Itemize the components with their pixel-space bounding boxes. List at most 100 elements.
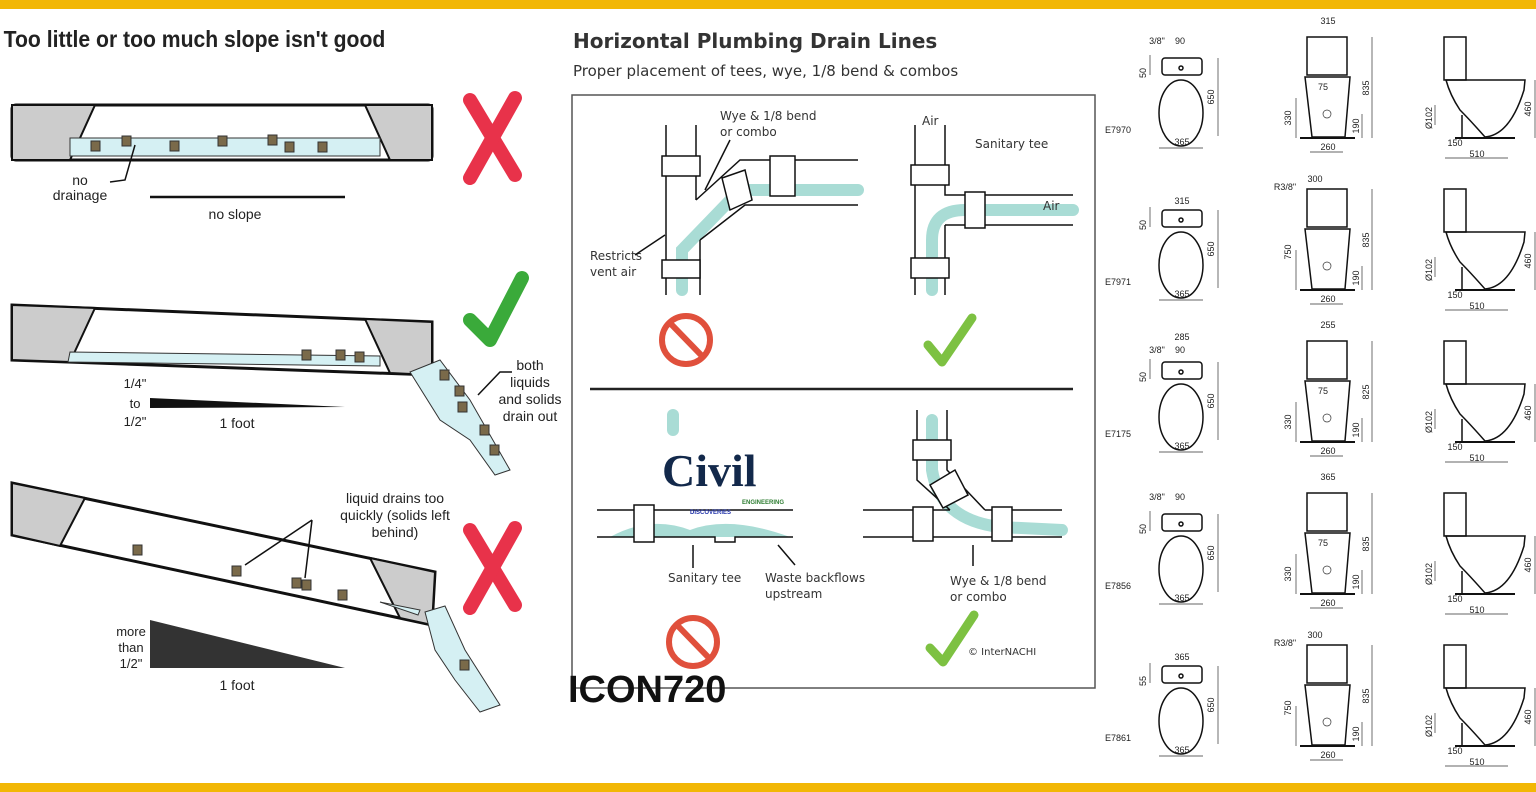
rise2-line3: 1/2" [120, 656, 143, 671]
front-top-width: 315 [1174, 196, 1189, 206]
middle-height-dim: 835 [1361, 536, 1371, 551]
rise2-line1: more [116, 624, 146, 639]
drain-note-line1: both [516, 357, 543, 373]
tr-tee-label: Sanitary tee [975, 137, 1048, 151]
side-depth-dim: 510 [1469, 453, 1484, 463]
front-pipe-size: 3/8" [1149, 36, 1165, 46]
front-side-dim: 55 [1138, 676, 1148, 686]
no-drainage-label-line1: no [72, 172, 88, 188]
middle-base-dim: 260 [1320, 142, 1335, 152]
side-height-dim: 460 [1523, 101, 1533, 116]
check-icon [923, 313, 977, 367]
side-height-dim: 460 [1523, 405, 1533, 420]
panel-wye-vertical: Wye & 1/8 bend or combo Restricts vent a… [590, 109, 864, 367]
plumbing-frame [571, 94, 1096, 689]
plumbing-subtitle: Proper placement of tees, wye, 1/8 bend … [573, 62, 958, 80]
logo-text: Civil [662, 445, 757, 496]
rise2-line2: than [118, 640, 143, 655]
tl-wye-label-line2: or combo [720, 125, 777, 139]
slope-wedge-large [150, 620, 345, 668]
middle-top-width: 365 [1320, 472, 1335, 482]
side-offset-dim: 150 [1447, 442, 1462, 452]
middle-inlet-dim: 75 [1318, 386, 1328, 396]
front-height-dim: 650 [1206, 545, 1216, 560]
watermark: ICON720 [568, 669, 726, 711]
bottom-border-bar [0, 783, 1536, 792]
middle-base-dim: 260 [1320, 750, 1335, 760]
front-elevation-view: 315 75 330 835 190 260 [1283, 16, 1373, 153]
middle-height-dim: 835 [1361, 232, 1371, 247]
middle-top-width: 315 [1320, 16, 1335, 26]
side-depth-dim: 510 [1469, 301, 1484, 311]
side-offset-dim: 150 [1447, 746, 1462, 756]
rise-line1: 1/4" [124, 376, 147, 391]
red-x-icon [463, 91, 522, 185]
plumbing-title: Horizontal Plumbing Drain Lines [573, 29, 937, 53]
middle-left-dim: 330 [1283, 414, 1293, 429]
middle-left-dim: 330 [1283, 566, 1293, 581]
middle-left-dim: 330 [1283, 110, 1293, 125]
middle-pipe-offset: 300 [1307, 630, 1322, 640]
front-height-dim: 650 [1206, 393, 1216, 408]
side-depth-dim: 510 [1469, 605, 1484, 615]
front-top-width: 285 [1174, 332, 1189, 342]
backflow-label-line2: upstream [765, 587, 822, 601]
slope-section: Too little or too much slope isn't good … [4, 26, 562, 713]
br-wye-label-line2: or combo [950, 590, 1007, 604]
front-pipe-offset: 90 [1175, 345, 1185, 355]
model-label: E7175 [1105, 429, 1131, 439]
prohibited-icon [666, 615, 720, 669]
toilet-row-e7175: E71752853/8"905065036525575330825190260Ø… [1105, 320, 1536, 463]
top-border-bar [0, 0, 1536, 9]
run2-label: 1 foot [219, 677, 254, 693]
side-diameter-dim: Ø102 [1424, 107, 1434, 129]
logo-sub1: ENGINEERING [742, 500, 784, 506]
air-label-2: Air [1043, 199, 1060, 213]
side-diameter-dim: Ø102 [1424, 563, 1434, 585]
panel-wye-horizontal: Wye & 1/8 bend or combo © InterNACHI [863, 410, 1068, 667]
red-x-icon [463, 521, 522, 615]
toilet-row-e7971: E797131550650365R3/8"300750835190260Ø102… [1105, 174, 1536, 311]
middle-outlet-dim: 190 [1351, 118, 1361, 133]
middle-left-dim: 750 [1283, 700, 1293, 715]
side-offset-dim: 150 [1447, 594, 1462, 604]
prohibited-icon [659, 313, 713, 367]
logo-sub2: DISCOVERIES [690, 510, 731, 516]
middle-left-dim: 750 [1283, 244, 1293, 259]
check-icon [925, 610, 979, 667]
middle-top-width: 255 [1320, 320, 1335, 330]
middle-outlet-dim: 190 [1351, 270, 1361, 285]
pipe-no-slope: no drainage no slope [10, 91, 522, 222]
toilet-row-e7861: E786136555650365R3/8"300750835190260Ø102… [1105, 630, 1536, 767]
side-diameter-dim: Ø102 [1424, 259, 1434, 281]
no-slope-label: no slope [209, 206, 262, 222]
front-pipe-size: 3/8" [1149, 345, 1165, 355]
front-width-dim: 365 [1174, 745, 1189, 755]
pipe-too-much-slope: liquid drains too quickly (solids left b… [10, 481, 522, 713]
front-top-width: 365 [1174, 652, 1189, 662]
front-width-dim: 365 [1174, 137, 1189, 147]
middle-height-dim: 835 [1361, 80, 1371, 95]
tl-wye-label-line1: Wye & 1/8 bend [720, 109, 816, 123]
middle-outlet-dim: 190 [1351, 726, 1361, 741]
front-pipe-offset: 90 [1175, 36, 1185, 46]
side-offset-dim: 150 [1447, 138, 1462, 148]
model-label: E7971 [1105, 277, 1131, 287]
run-label: 1 foot [219, 415, 254, 431]
middle-inlet-dim: 75 [1318, 82, 1328, 92]
panel-sanitary-tee-vertical: Air Sanitary tee Air [910, 114, 1079, 367]
toilet-dimension-drawings: E79703/8"905065036531575330835190260Ø102… [1105, 16, 1536, 767]
too-much-note-line2: quickly (solids left [340, 507, 450, 523]
side-height-dim: 460 [1523, 709, 1533, 724]
